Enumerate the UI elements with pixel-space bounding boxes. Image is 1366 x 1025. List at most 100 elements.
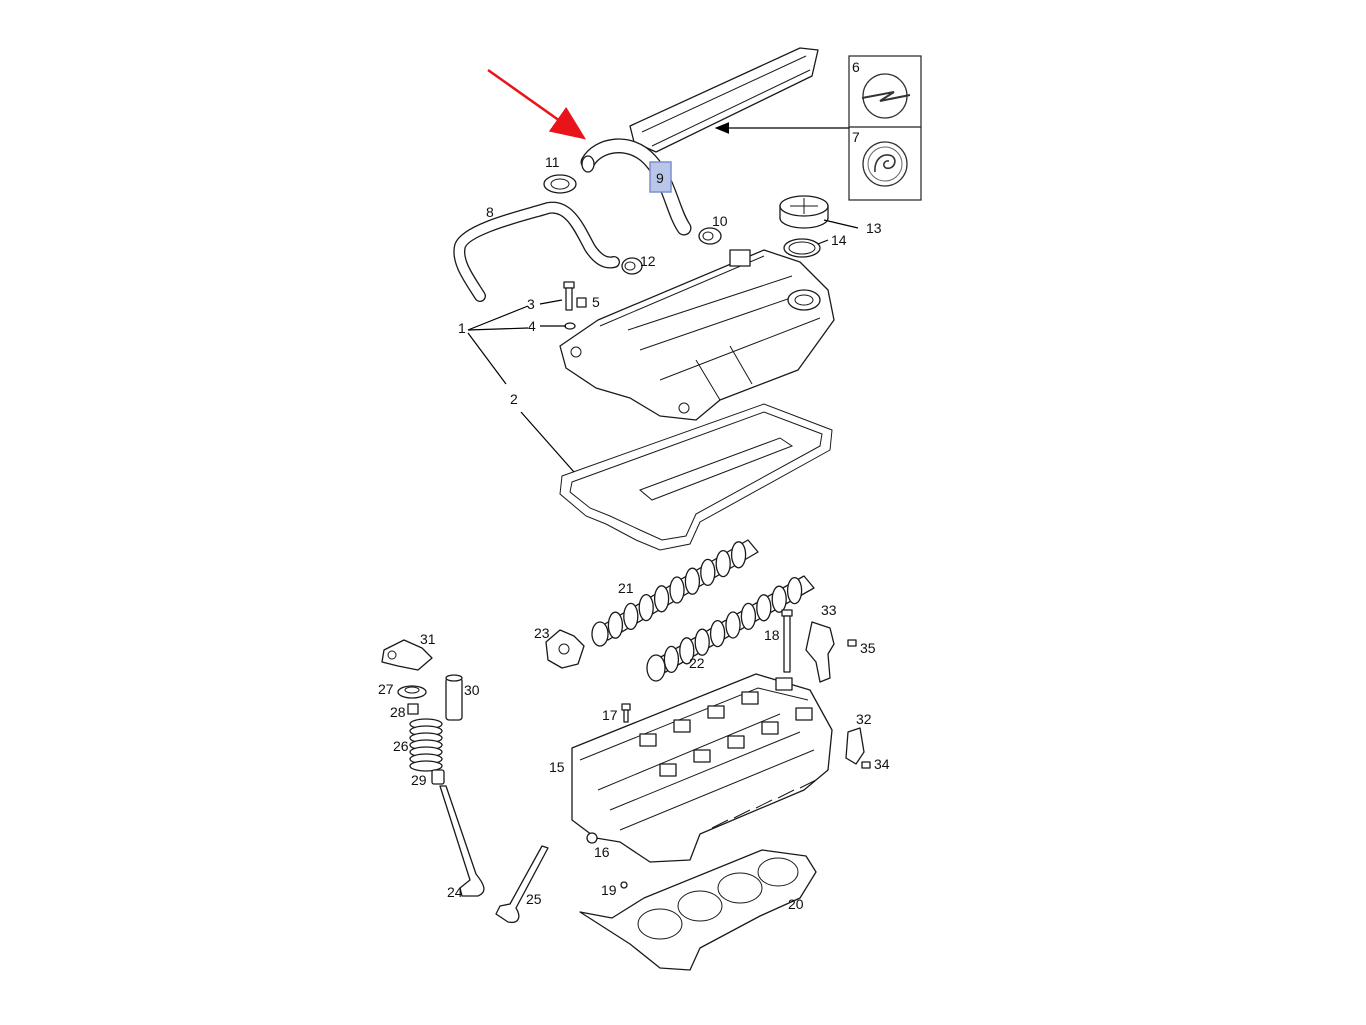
valve-keeper-28	[407, 703, 419, 715]
cam-lobe	[756, 594, 772, 622]
callout-13: 13	[866, 220, 882, 236]
bolt-35	[847, 639, 857, 647]
callout-24: 24	[447, 884, 463, 900]
hose-clip-11	[543, 174, 577, 194]
callout-14: 14	[831, 232, 847, 248]
callout-30: 30	[464, 682, 480, 698]
callout-9: 9	[656, 170, 664, 186]
callout-12: 12	[640, 253, 656, 269]
breather-hose-8	[453, 201, 620, 302]
opel-logo-icon	[861, 73, 911, 119]
callout-3: 3	[527, 296, 535, 312]
plug-16	[586, 832, 598, 844]
breather-hose-9	[580, 138, 692, 236]
callout-27: 27	[378, 681, 394, 697]
callout-5: 5	[592, 294, 600, 310]
bearing-cap	[761, 721, 779, 735]
cam-lobe	[715, 549, 731, 578]
callout-25: 25	[526, 891, 542, 907]
cam-lobe	[740, 602, 757, 631]
bracket-33	[805, 621, 835, 683]
callout-35: 35	[860, 640, 876, 656]
spring-retainer-27	[397, 685, 427, 699]
bearing-cap	[693, 749, 711, 763]
callout-8: 8	[486, 204, 494, 220]
callout-1: 1	[458, 320, 466, 336]
intake-valve-24	[439, 785, 485, 897]
washer-4	[564, 322, 576, 330]
bearing-cap	[795, 707, 813, 721]
cylinder-head-15	[571, 673, 833, 863]
valve-seal-29	[431, 769, 445, 785]
clip-5	[576, 297, 587, 308]
bearing-cap	[673, 719, 691, 733]
hose-clip-12	[621, 257, 643, 275]
cam-lobe	[694, 628, 710, 656]
cap-seal-14	[783, 238, 821, 258]
exhaust-valve-25	[495, 845, 549, 924]
callout-18: 18	[764, 627, 780, 643]
callout-11: 11	[545, 154, 560, 170]
bearing-cap	[707, 705, 725, 719]
bolt-17	[621, 703, 631, 723]
callout-labels: 1 2 3 4 5 6 7 8 9 10 11 12 13 14 15 16 1…	[378, 59, 890, 912]
cam-lobe	[684, 567, 701, 595]
cam-lobe	[730, 541, 747, 569]
callout-29: 29	[411, 772, 427, 788]
callout-31: 31	[420, 631, 436, 647]
cover-gasket-2	[559, 403, 833, 551]
oil-filler-cap-13	[779, 195, 829, 229]
cam-lobe	[786, 576, 803, 605]
callout-34: 34	[874, 756, 890, 772]
logo-variant-box	[848, 55, 922, 201]
cam-lobe	[709, 619, 726, 648]
cam-lobe	[725, 611, 741, 639]
callout-21: 21	[618, 580, 634, 596]
exhaust-stud	[733, 809, 751, 819]
pointer-arrow	[487, 68, 587, 140]
spring-coil	[409, 760, 443, 772]
cam-lobe	[663, 645, 680, 674]
callout-22: 22	[689, 655, 705, 671]
callout-23: 23	[534, 625, 550, 641]
callout-2: 2	[510, 391, 518, 407]
cam-lobe	[607, 611, 624, 639]
vauxhall-griffin-icon	[862, 141, 908, 187]
camshaft-22	[646, 575, 815, 682]
exhaust-stud	[755, 799, 773, 809]
bearing-cap	[775, 677, 793, 691]
callout-28: 28	[390, 704, 406, 720]
cam-lobe	[700, 558, 716, 587]
head-gasket-20	[579, 849, 817, 971]
bracket-32	[845, 727, 865, 765]
camshaft-21	[591, 539, 759, 647]
bearing-cap	[639, 733, 657, 747]
exhaust-stud	[711, 819, 729, 829]
callout-20: 20	[788, 896, 804, 912]
bolt-34	[861, 761, 871, 769]
callout-10: 10	[712, 213, 728, 229]
cam-lobe	[771, 585, 787, 613]
callout-16: 16	[594, 844, 610, 860]
bearing-cap	[659, 763, 677, 777]
cam-lobe	[653, 585, 670, 613]
pin-19	[620, 881, 628, 889]
cylinder-head-cover	[559, 249, 835, 421]
valve-spring-26	[409, 718, 443, 772]
callout-26: 26	[393, 738, 409, 754]
callout-7: 7	[852, 129, 860, 145]
exhaust-stud	[799, 779, 817, 789]
exhaust-stud	[777, 789, 795, 799]
callout-4: 4	[528, 318, 536, 334]
callout-6: 6	[852, 59, 860, 75]
bearing-cap	[741, 691, 759, 705]
engine-cover	[629, 47, 819, 153]
rocker-arm-31	[381, 639, 433, 671]
cam-lobe	[638, 593, 654, 622]
leader-lines	[467, 219, 859, 473]
head-bolt-18	[781, 609, 793, 673]
cam-lobe	[669, 576, 685, 604]
trigger-wheel-23	[545, 629, 585, 669]
